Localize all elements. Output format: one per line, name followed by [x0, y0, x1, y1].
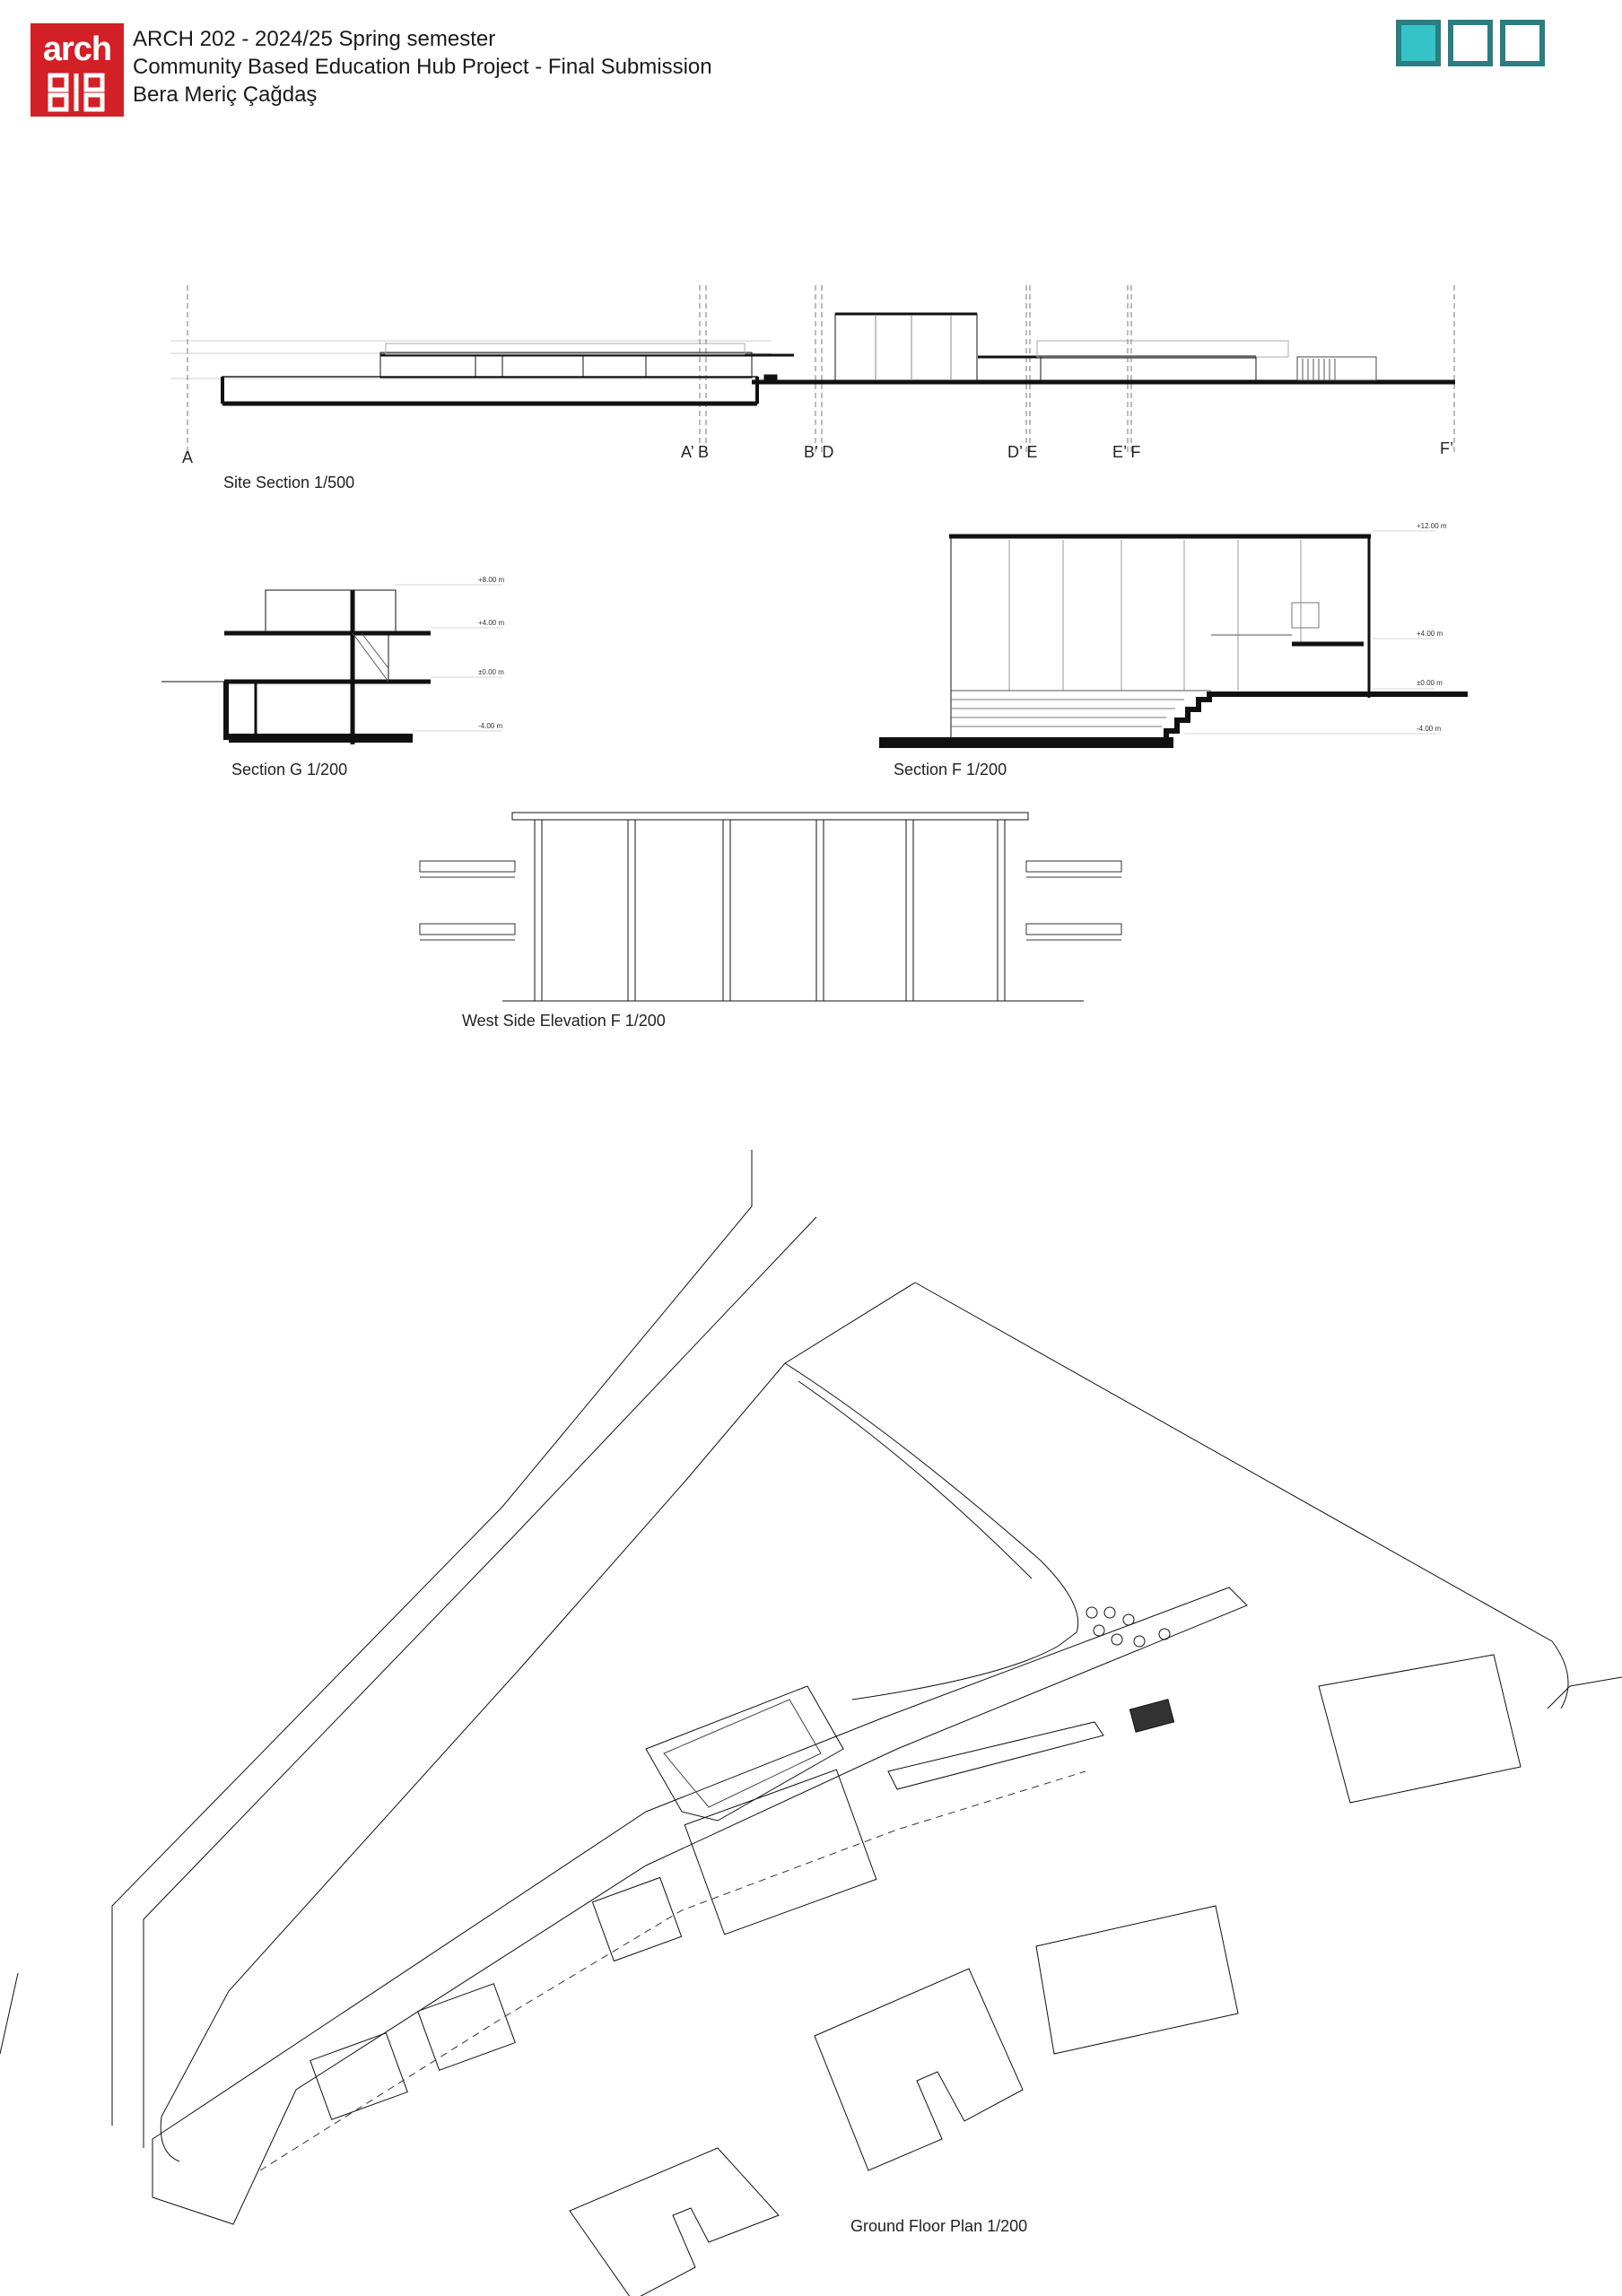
site-section-axis-f: F’ — [1440, 439, 1453, 457]
section-f-level-1: +12.00 m — [1417, 522, 1447, 530]
site-section-caption: Site Section 1/500 — [223, 474, 355, 491]
neighbour-building-4 — [569, 2147, 780, 2296]
section-g-level-4: -4.00 m — [478, 722, 503, 730]
ground-floor-plan-caption: Ground Floor Plan 1/200 — [850, 2217, 1028, 2235]
neighbour-building-2 — [1035, 1905, 1239, 2055]
section-g-caption: Section G 1/200 — [231, 761, 348, 778]
elevation-trees-left — [419, 860, 516, 941]
sheet-box-1-filled — [1396, 20, 1441, 66]
student-name: Bera Meriç Çağdaş — [133, 83, 318, 107]
section-f-caption: Section F 1/200 — [894, 761, 1007, 778]
section-g-level-3: ±0.00 m — [478, 668, 504, 676]
logo-wordmark: arch — [42, 30, 112, 68]
west-elevation-drawing — [419, 812, 1122, 1002]
site-section-axis-b-d: B’ D — [804, 443, 834, 461]
sheet-box-3 — [1500, 20, 1545, 66]
section-f-drawing — [879, 530, 1468, 748]
section-f-level-4: -4.00 m — [1417, 725, 1442, 733]
section-f-level-3: ±0.00 m — [1417, 679, 1443, 687]
section-g-drawing — [161, 584, 502, 744]
logo-mark-icon — [48, 73, 105, 112]
section-g-level-1: +8.00 m — [478, 576, 505, 584]
site-section-axis-a-b: A’ B — [681, 443, 710, 461]
course-title: ARCH 202 - 2024/25 Spring semester — [133, 27, 496, 51]
project-title: Community Based Education Hub Project - … — [133, 55, 712, 79]
neighbour-building-1 — [1318, 1654, 1522, 1804]
sheet-header: ARCH 202 - 2024/25 Spring semester Commu… — [133, 25, 712, 109]
site-section-axis-e-f: E’ F — [1112, 443, 1141, 461]
site-section-drawing — [170, 285, 1455, 453]
sheet-box-2 — [1448, 20, 1493, 66]
neighbour-building-3 — [814, 1968, 1024, 2171]
ground-floor-plan-drawing — [0, 1150, 1622, 2296]
site-section-axis-d-e: D’ E — [1007, 443, 1038, 461]
plaza-planters — [1086, 1606, 1171, 1648]
elevation-trees-right — [1025, 860, 1122, 941]
section-g-level-2: +4.00 m — [478, 619, 505, 627]
elevation-caption: West Side Elevation F 1/200 — [462, 1012, 666, 1030]
university-logo: arch — [31, 23, 124, 117]
site-section-axis-a: A — [182, 448, 194, 466]
section-f-level-2: +4.00 m — [1417, 630, 1443, 638]
